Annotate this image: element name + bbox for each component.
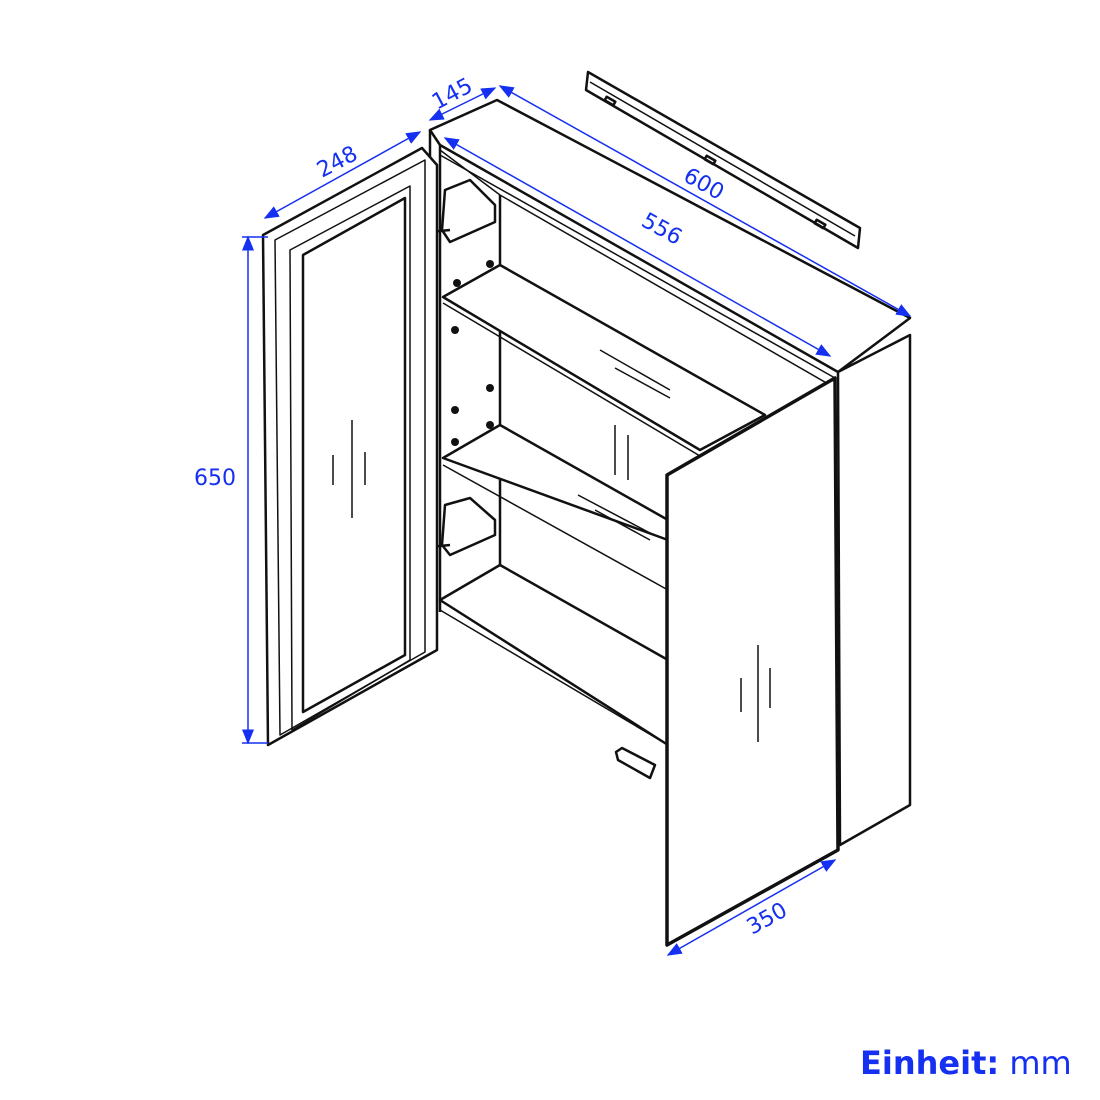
left-door [261,146,439,747]
unit-label: Einheit: [860,1044,1000,1082]
cabinet-bottom [438,563,670,747]
unit-value: mm [1009,1044,1072,1082]
latch [614,746,657,780]
dim-line-248 [263,131,422,219]
unit-note: Einheit: mm [860,1044,1072,1082]
dim-line-350 [666,859,837,956]
dim-label-350: 350 [743,898,792,940]
dim-line-556 [443,137,832,357]
dim-label-650: 650 [194,466,236,491]
right-door [665,376,840,947]
dim-line-145 [428,87,497,121]
